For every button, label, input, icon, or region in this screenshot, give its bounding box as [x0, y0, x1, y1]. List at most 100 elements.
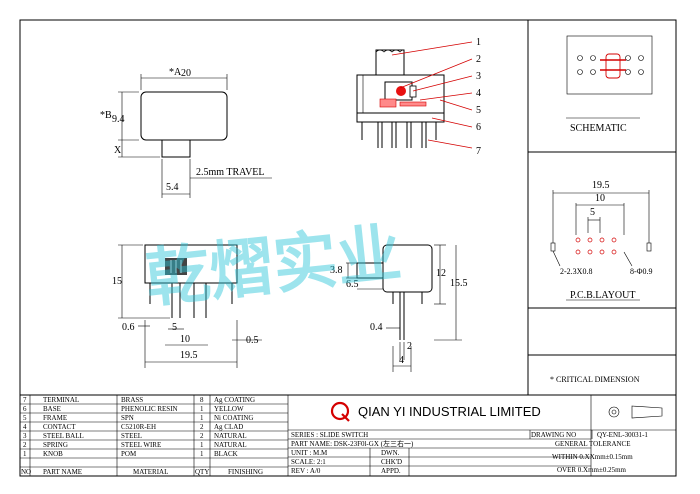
bom-fin-1: Ag COATING: [214, 396, 255, 404]
bom-qty-6: 1: [200, 441, 204, 449]
bom-header-finish: FINISHING: [228, 468, 263, 476]
bom-no-5: 3: [23, 432, 27, 440]
br-h3: 12: [436, 268, 446, 279]
watermark: 乾熠实业: [142, 217, 404, 317]
bom-part-1: TERMINAL: [43, 396, 79, 404]
pcb-hole-round: 8-Φ0.9: [630, 267, 653, 276]
width-value: 20: [181, 68, 191, 79]
br-w2: 2: [407, 341, 412, 352]
bom-mat-3: SPN: [121, 414, 134, 422]
tolerance-over: OVER 0.Xmm±0.25mm: [557, 466, 627, 474]
bom-qty-7: 1: [200, 450, 204, 458]
pcb-hole-pad: 2-2.3X0.8: [560, 267, 592, 276]
knob-width: 5.4: [166, 182, 179, 193]
bom-qty-3: 1: [200, 414, 204, 422]
bom-part-2: BASE: [43, 405, 61, 413]
tb-scale: SCALE: 2:1: [291, 458, 326, 466]
bl-d3: 10: [180, 334, 190, 345]
tb-dwn: DWN.: [381, 449, 400, 457]
bottom-left-view: 15 19.5 10 5 0.6 0.5: [112, 244, 262, 368]
callout-2: 2: [476, 54, 481, 65]
bom-mat-5: STEEL: [121, 432, 142, 440]
bom-no-6: 2: [23, 441, 27, 449]
projection-symbol: [608, 406, 620, 418]
tolerance-title: GENERAL TOLERANCE: [555, 440, 631, 448]
bom-no-7: 1: [23, 450, 27, 458]
br-h2: 6.5: [346, 279, 359, 290]
bom-header-no: NO: [21, 468, 31, 476]
bom-qty-1: 8: [200, 396, 204, 404]
pcb-dim-inner: 5: [590, 207, 595, 218]
company-name: QIAN YI INDUSTRIAL LIMITED: [358, 404, 541, 419]
tb-unit: UNIT : M.M: [291, 449, 328, 457]
pcb-title: P.C.B.LAYOUT: [570, 290, 635, 301]
sheet-border: [19, 19, 677, 477]
callout-3: 3: [476, 71, 481, 82]
pcb-layout-panel: 19.5 10 5 2-2.3X0.8 8-Φ0.9 P.C.B.LAYOUT: [550, 180, 653, 301]
bl-d2: 5: [172, 322, 177, 333]
callout-5: 5: [476, 105, 481, 116]
bl-d4: 0.5: [246, 335, 259, 346]
height-value: 9.4: [112, 114, 125, 125]
bom-header-qty: QTY: [195, 468, 209, 476]
bom-part-3: FRAME: [43, 414, 67, 422]
bom-part-6: SPRING: [43, 441, 68, 449]
bom-mat-1: BRASS: [121, 396, 143, 404]
tb-chkd: CHK'D: [381, 458, 402, 466]
tolerance-within: WITHIN 0.XXmm±0.15mm: [552, 453, 633, 461]
bom-mat-7: POM: [121, 450, 137, 458]
bom-mat-2: PHENOLIC RESIN: [121, 405, 178, 413]
travel-label: 2.5mm TRAVEL: [196, 167, 265, 178]
bom-mat-4: C5210R-EH: [121, 423, 156, 431]
critical-note: * CRITICAL DIMENSION: [550, 375, 640, 384]
bom-fin-6: NATURAL: [214, 441, 247, 449]
x-label: X: [114, 145, 122, 156]
br-h1: 3.8: [330, 265, 343, 276]
bom-part-5: STEEL BALL: [43, 432, 84, 440]
callout-6: 6: [476, 122, 481, 133]
bom-no-1: 7: [23, 396, 27, 404]
width-label: *A: [169, 67, 182, 78]
callout-1: 1: [476, 37, 481, 48]
bom-fin-7: BLACK: [214, 450, 238, 458]
bom-mat-6: STEEL WIRE: [121, 441, 161, 449]
title-block: 7 TERMINAL BRASS 8 Ag COATING 6 BASE PHE…: [20, 395, 676, 476]
bom-no-3: 5: [23, 414, 27, 422]
bom-no-2: 6: [23, 405, 27, 413]
bom-no-4: 4: [23, 423, 27, 431]
bom-fin-2: YELLOW: [214, 405, 244, 413]
bom-fin-5: NATURAL: [214, 432, 247, 440]
drawing-no-label: DRAWING NO: [531, 431, 576, 439]
callout-7: 7: [476, 146, 481, 157]
bottom-right-view: 3.8 6.5 12 15.5 0.4 2 4: [330, 244, 468, 372]
bom-part-7: KNOB: [43, 450, 63, 458]
tb-appd: APPD.: [381, 467, 401, 475]
front-view: *A 20 *B 9.4 X 5.4 2.5mm TRAVEL: [100, 67, 272, 198]
bom-qty-2: 1: [200, 405, 204, 413]
br-w1: 0.4: [370, 322, 383, 333]
height-label: *B: [100, 110, 112, 121]
schematic-title: SCHEMATIC: [570, 123, 627, 134]
bl-height: 15: [112, 276, 122, 287]
bom-qty-4: 2: [200, 423, 204, 431]
tb-rev: REV : A/0: [291, 467, 321, 475]
pcb-dim-middle: 10: [595, 193, 605, 204]
tb-part-name: PART NAME: DSK-23F0l-GX (左三右一): [291, 439, 414, 448]
tb-series: SERIES : SLIDE SWITCH: [291, 431, 368, 439]
bom-header-material: MATERIAL: [133, 468, 168, 476]
bom-qty-5: 2: [200, 432, 204, 440]
br-w3: 4: [399, 355, 404, 366]
bom-fin-4: Ag CLAD: [214, 423, 243, 431]
side-section-view: 1 2 3 4 5 6 7: [356, 37, 481, 157]
bom-part-4: CONTACT: [43, 423, 76, 431]
br-h4: 15.5: [450, 278, 468, 289]
pcb-dim-overall: 19.5: [592, 180, 610, 191]
bom-fin-3: Ni COATING: [214, 414, 253, 422]
bom-header-part: PART NAME: [43, 468, 82, 476]
schematic-panel: SCHEMATIC: [566, 35, 653, 134]
company-logo: [330, 401, 350, 421]
callout-4: 4: [476, 88, 481, 99]
bl-d1: 0.6: [122, 322, 135, 333]
steel-ball: [396, 86, 406, 96]
